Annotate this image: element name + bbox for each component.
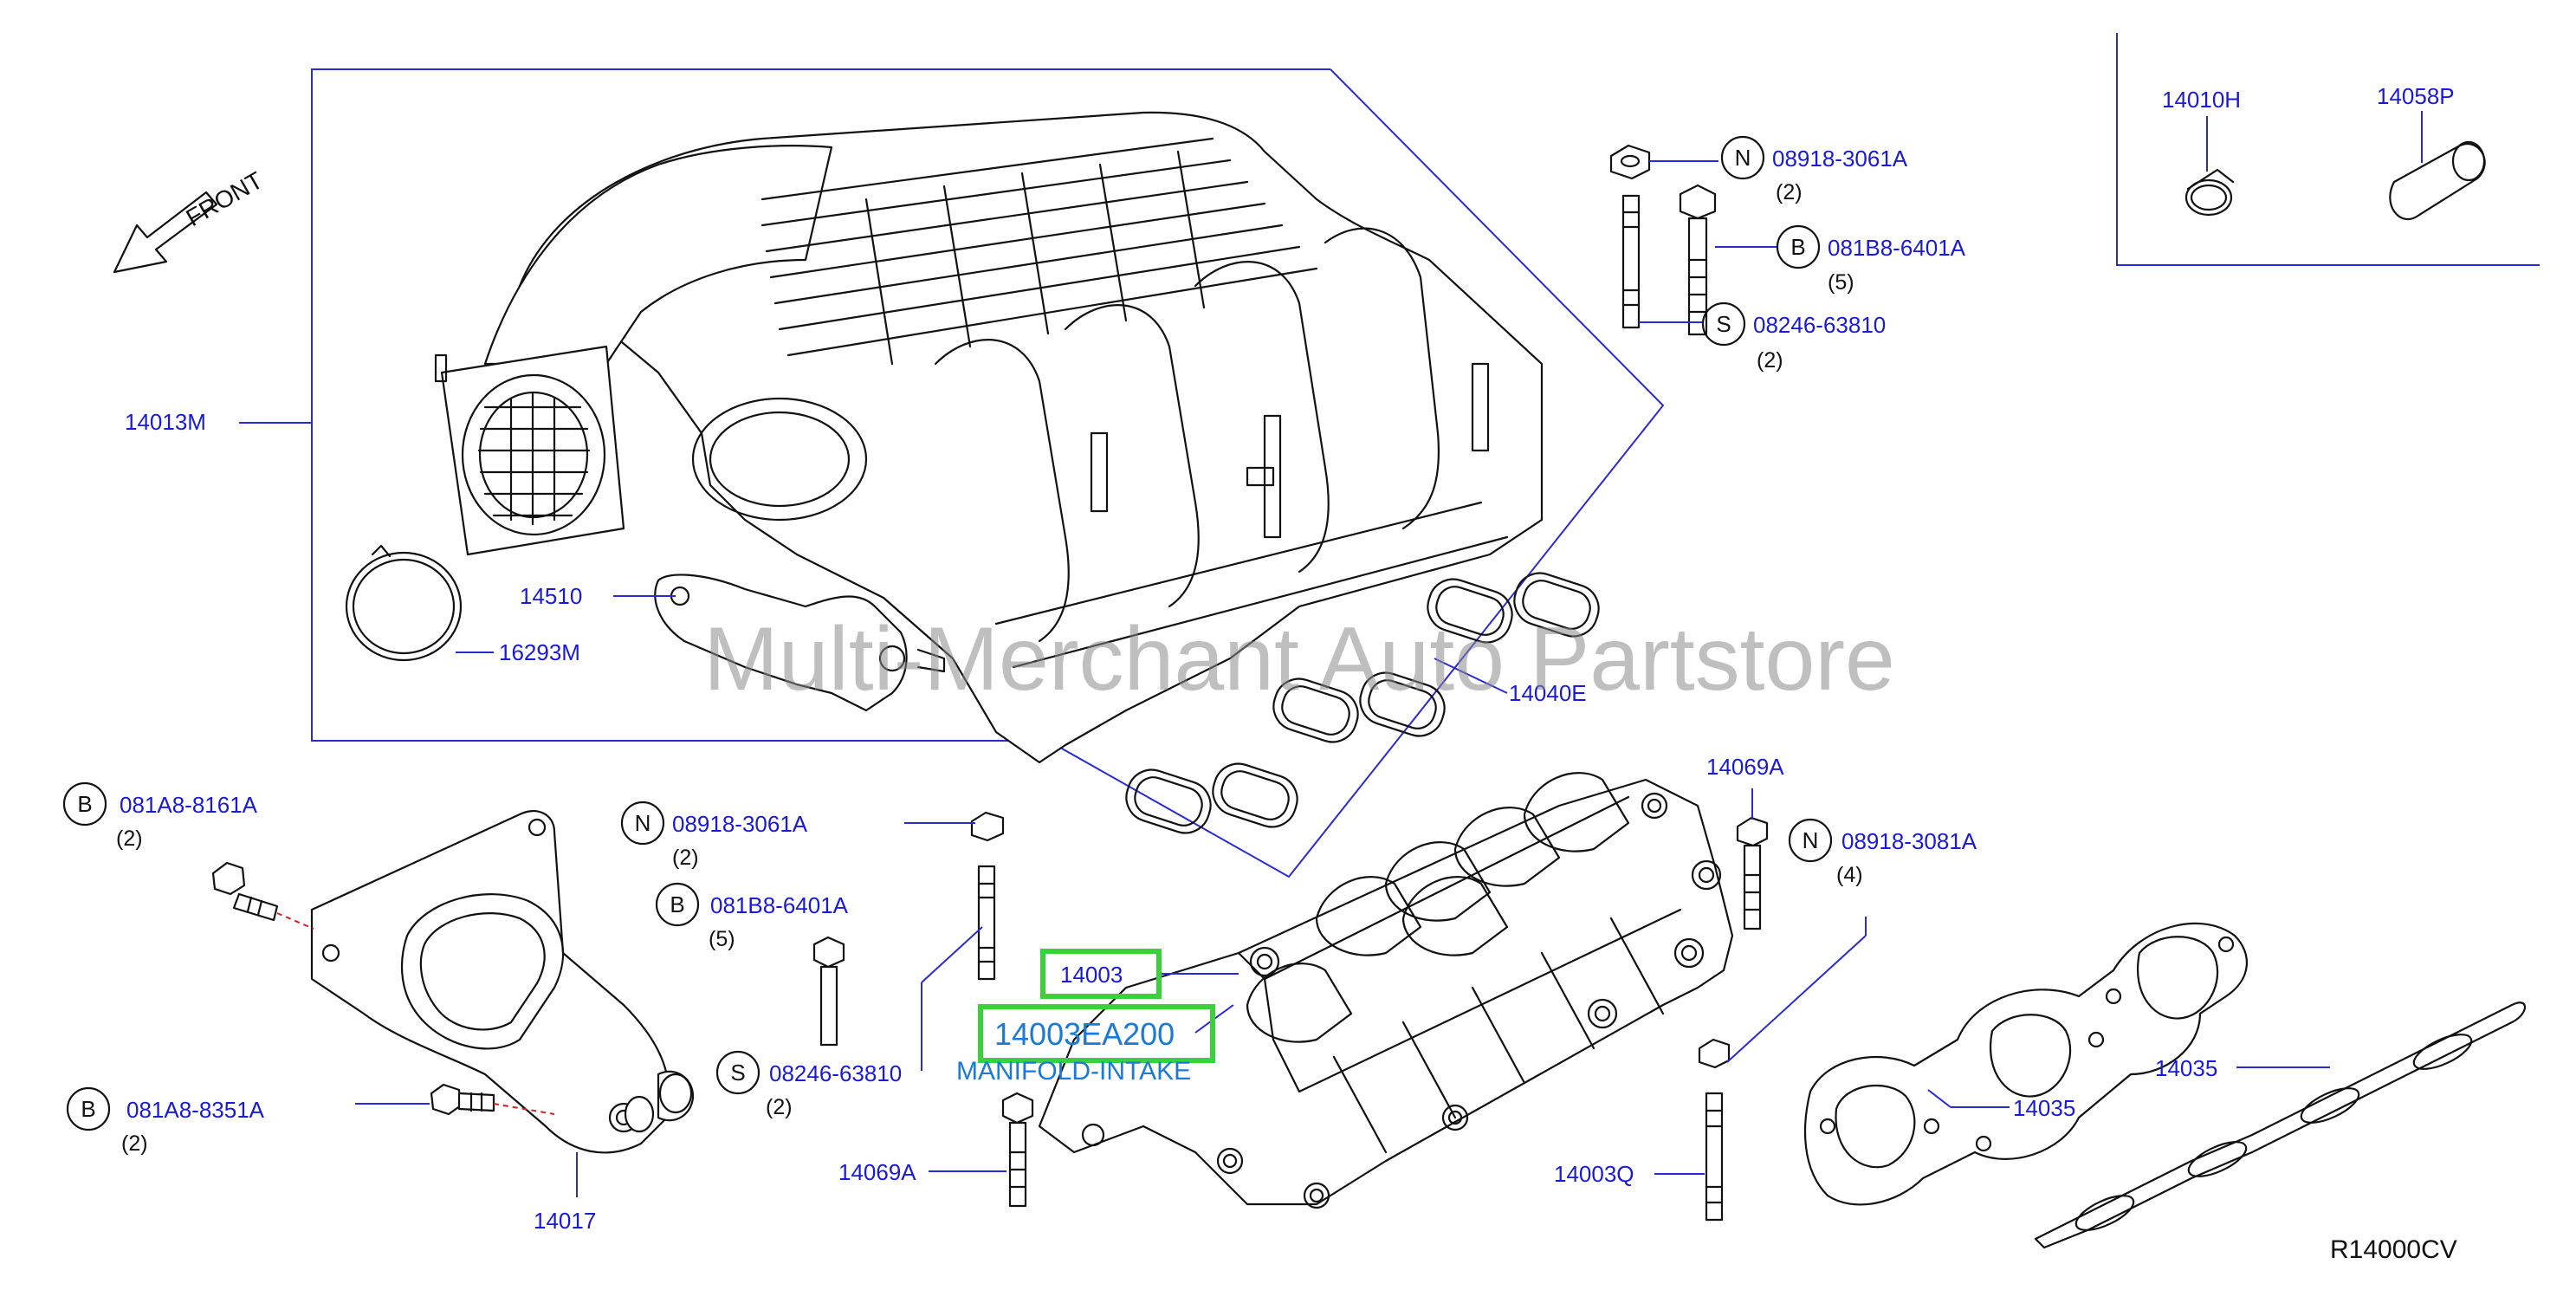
exhaust-gasket-14035-mid xyxy=(1803,922,2248,1206)
callout-part-number: 081B8-6401A xyxy=(710,892,849,918)
port-gasket-set-14040e xyxy=(1125,572,1600,834)
label-14003[interactable]: 14003 xyxy=(1060,962,1123,988)
callout-part-number: 081B8-6401A xyxy=(1828,235,1966,261)
label-14035-right[interactable]: 14035 xyxy=(2155,1055,2217,1081)
callout-part-number: 08918-3061A xyxy=(672,811,808,837)
label-14003ea200[interactable]: 14003EA200 xyxy=(994,1016,1175,1052)
callout-part-number: 081A8-8351A xyxy=(126,1097,265,1123)
callout-s-08246-63810-top[interactable]: S 08246-63810 (2) xyxy=(1701,301,1886,373)
callout-n-08918-3061a-mid[interactable]: N 08918-3061A (2) xyxy=(620,801,808,870)
actuator-14510 xyxy=(654,574,946,712)
callout-quantity: (5) xyxy=(1828,270,1854,295)
callout-b-081a8-8161a[interactable]: B 081A8-8161A (2) xyxy=(62,781,258,851)
label-14017[interactable]: 14017 xyxy=(534,1208,596,1234)
callout-b-081b8-6401a-top[interactable]: B 081B8-6401A (5) xyxy=(1776,224,1966,295)
callout-part-number: 08918-3061A xyxy=(1772,146,1908,172)
callout-letter: S xyxy=(1716,311,1731,337)
highlight-14003 xyxy=(1040,949,1162,999)
callout-quantity: (2) xyxy=(1776,180,1803,204)
leader-lines xyxy=(239,422,2330,1197)
callout-quantity: (4) xyxy=(1836,863,1863,887)
callout-letter: S xyxy=(730,1060,745,1086)
diagram-code: R14000CV xyxy=(2330,1235,2457,1264)
label-14510[interactable]: 14510 xyxy=(520,583,582,609)
callout-n-08918-3081a[interactable]: N 08918-3081A (4) xyxy=(1788,818,1977,887)
callout-part-number: 08246-63810 xyxy=(769,1060,902,1086)
callout-letter: N xyxy=(1803,827,1819,853)
hose-14058p xyxy=(2389,111,2486,221)
lower-left-bolts xyxy=(211,861,555,1116)
label-14013m[interactable]: 14013M xyxy=(125,409,206,435)
label-14069a-top[interactable]: 14069A xyxy=(1706,754,1784,780)
callout-quantity: (2) xyxy=(766,1095,793,1119)
center-fasteners xyxy=(812,811,1034,1208)
label-manifold-intake: MANIFOLD-INTAKE xyxy=(956,1057,1191,1086)
label-14040e[interactable]: 14040E xyxy=(1509,680,1587,706)
front-arrow-icon xyxy=(113,191,218,274)
watermark: Multi-Merchant Auto Partstore xyxy=(703,609,1895,710)
label-14003q[interactable]: 14003Q xyxy=(1554,1161,1634,1187)
callout-part-number: 08918-3081A xyxy=(1841,828,1977,854)
throttle-gasket-16293m xyxy=(345,544,463,662)
callout-b-081a8-8351a[interactable]: B 081A8-8351A (2) xyxy=(66,1086,265,1156)
accessory-frame xyxy=(2116,33,2540,266)
callout-quantity: (2) xyxy=(121,1131,148,1156)
callout-letter: N xyxy=(635,810,651,836)
hose-clamp-14010h xyxy=(2184,116,2235,217)
label-14058p[interactable]: 14058P xyxy=(2377,83,2455,109)
callout-part-number: 081A8-8161A xyxy=(120,792,258,818)
label-14010h[interactable]: 14010H xyxy=(2162,87,2241,113)
lower-intake-manifold-14003 xyxy=(1038,772,1734,1209)
upper-right-leaders xyxy=(1639,160,1777,323)
callout-letter: B xyxy=(670,891,684,917)
front-label: FRONT xyxy=(182,166,268,231)
right-lower-fasteners xyxy=(1698,816,1769,1222)
callout-letter: B xyxy=(81,1096,95,1122)
callout-part-number: 08246-63810 xyxy=(1753,312,1886,338)
callout-letter: B xyxy=(77,791,92,817)
callout-quantity: (5) xyxy=(709,927,735,951)
upper-intake-manifold xyxy=(434,111,1544,764)
callout-s-08246-63810-mid[interactable]: S 08246-63810 (2) xyxy=(715,1050,902,1119)
label-16293m[interactable]: 16293M xyxy=(499,639,580,665)
callout-quantity: (2) xyxy=(672,846,699,870)
heat-shield-14017 xyxy=(310,810,695,1154)
callout-letter: N xyxy=(1735,145,1751,171)
label-14069a-bottom[interactable]: 14069A xyxy=(838,1159,916,1185)
callout-quantity: (2) xyxy=(116,827,143,851)
callout-b-081b8-6401a-mid[interactable]: B 081B8-6401A (5) xyxy=(655,882,849,951)
callout-quantity: (2) xyxy=(1757,348,1783,373)
label-14035-mid[interactable]: 14035 xyxy=(2013,1095,2075,1121)
callout-letter: B xyxy=(1790,234,1805,260)
exhaust-gasket-14035-right xyxy=(2034,1002,2526,1249)
callout-n-08918-3061a-top[interactable]: N 08918-3061A (2) xyxy=(1720,135,1908,204)
upper-right-fasteners xyxy=(1609,144,1717,336)
highlight-14003ea200 xyxy=(978,1004,1215,1063)
